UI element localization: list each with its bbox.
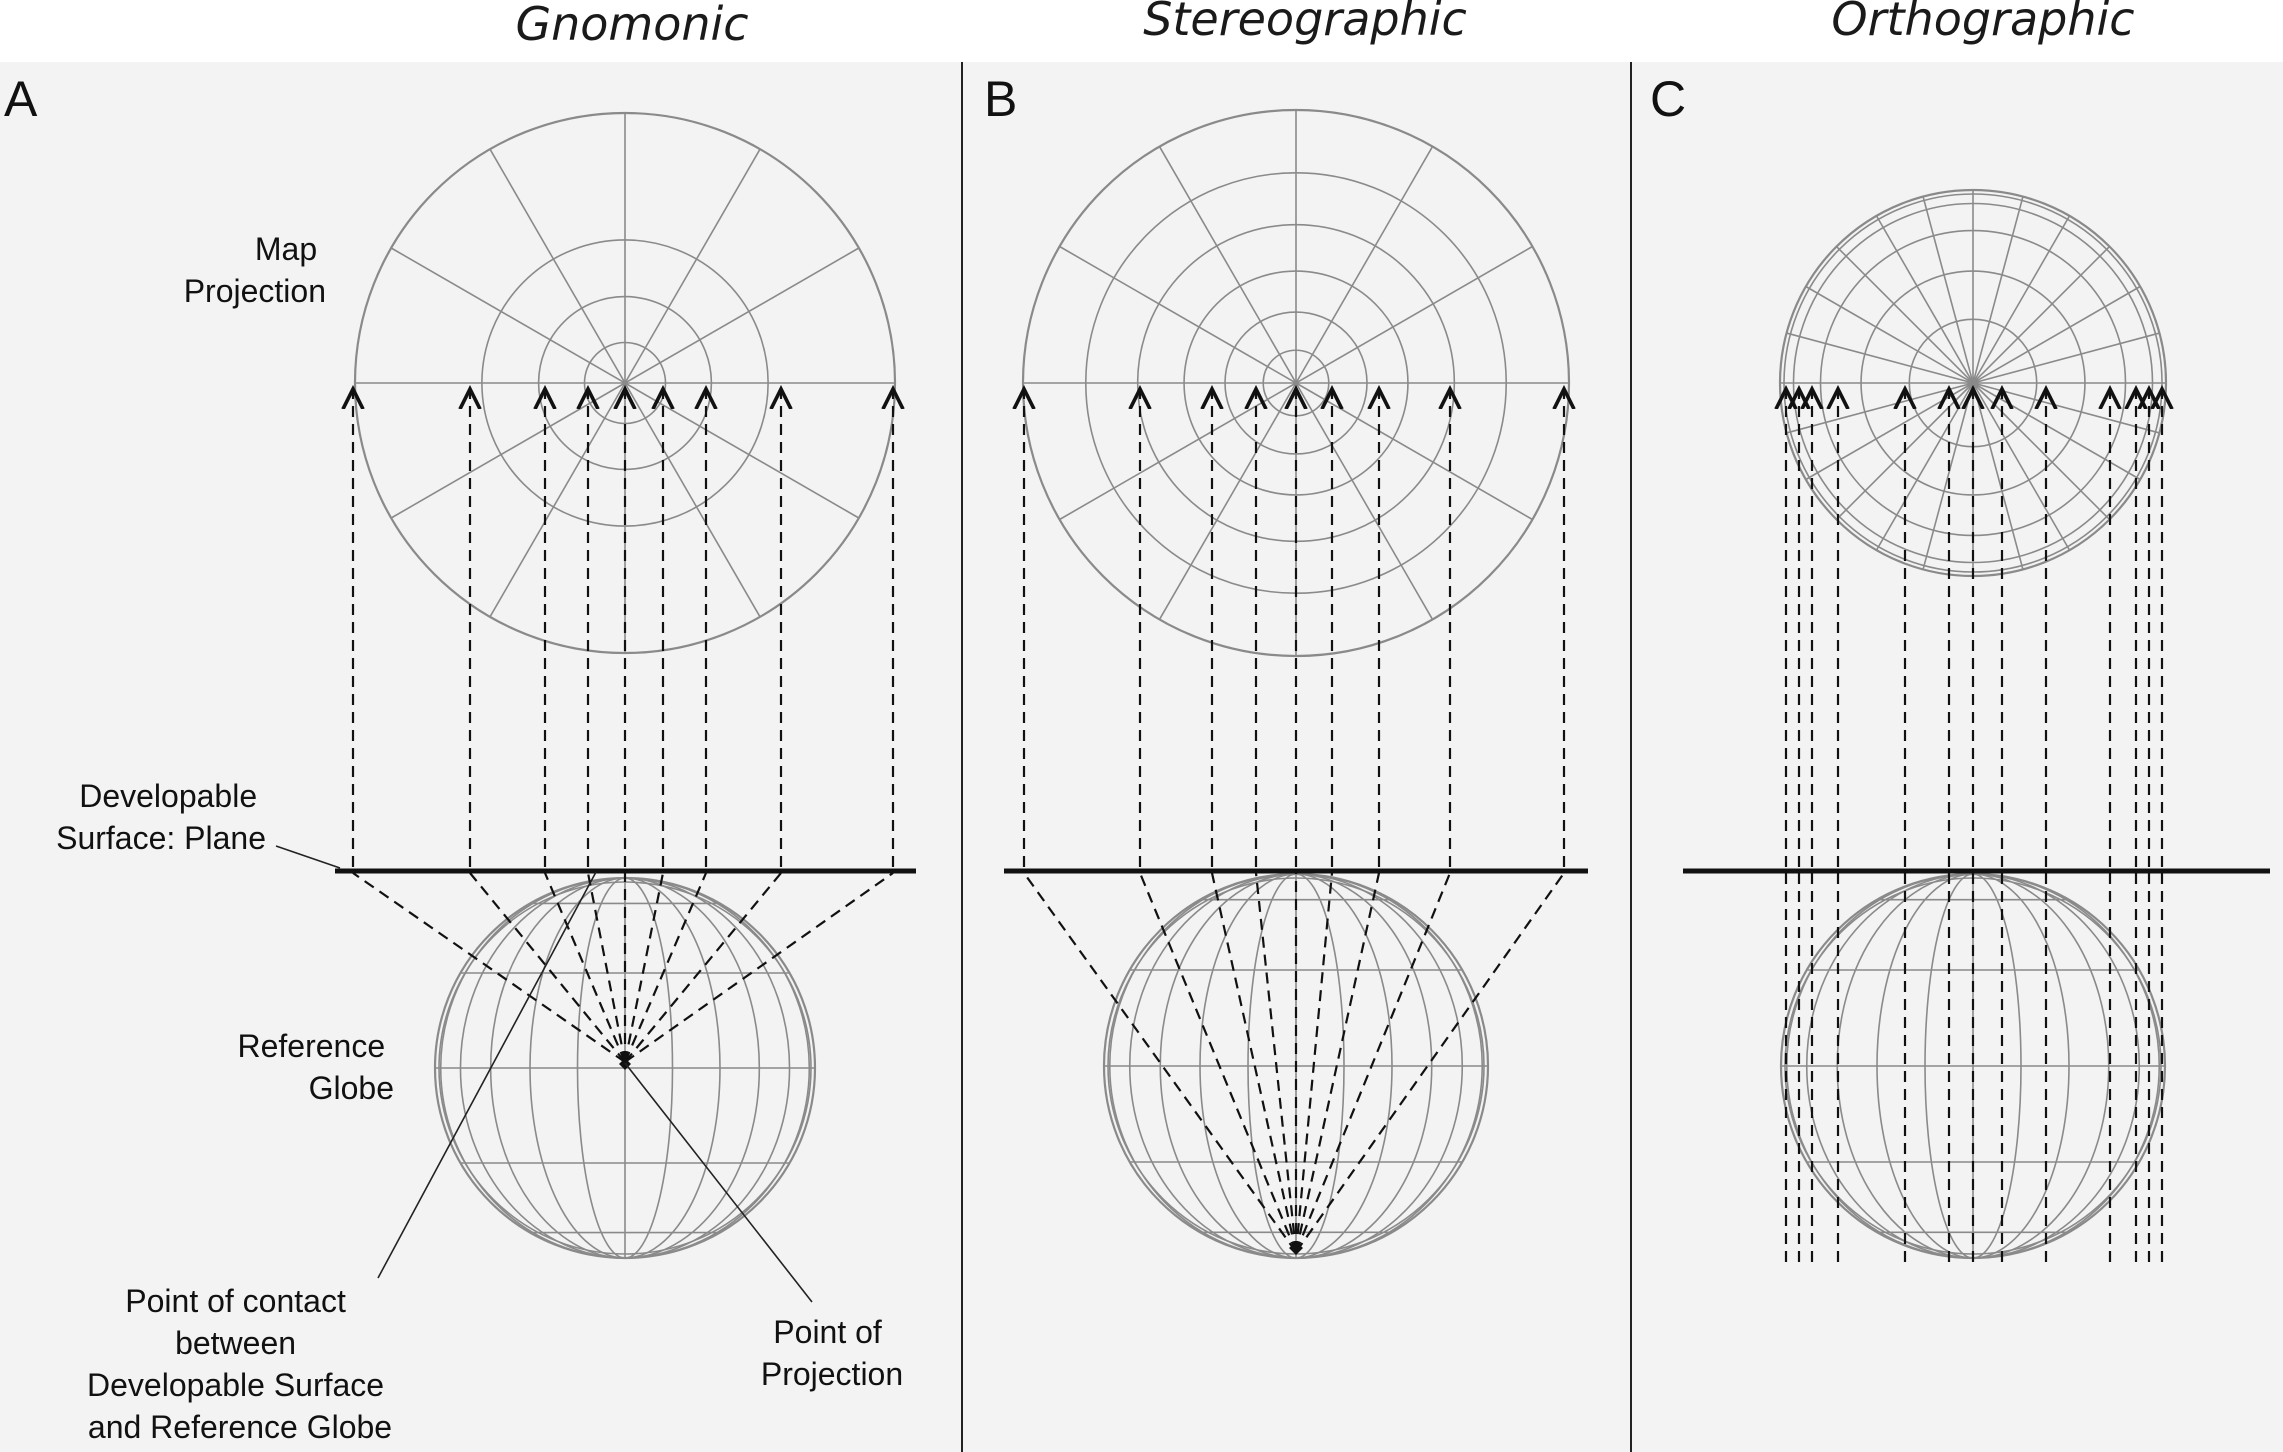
leader-point-of-projection xyxy=(624,1062,813,1303)
panel-letter-b: B xyxy=(984,71,1017,127)
map-meridian-spoke xyxy=(489,148,626,384)
map-meridian-spoke xyxy=(624,247,860,384)
map-meridian-spoke xyxy=(1295,382,1434,620)
projection-ray xyxy=(352,872,626,1063)
map-meridian-spoke xyxy=(390,247,626,384)
map-meridian-spoke xyxy=(1972,196,2024,384)
label-point-of-projection: Point of Projection xyxy=(761,1314,903,1392)
map-meridian-spoke xyxy=(1922,382,1974,570)
title-gnomonic: Gnomonic xyxy=(515,0,748,51)
title-stereographic: Stereographic xyxy=(1143,0,1467,46)
point-of-projection-marker xyxy=(1289,1242,1303,1255)
map-meridian-spoke xyxy=(1295,146,1434,384)
projection-ray xyxy=(1294,872,1334,1253)
map-meridian-spoke xyxy=(1835,245,1974,384)
panels-background xyxy=(0,62,2283,1452)
projection-ray xyxy=(624,872,782,1063)
map-meridian-spoke xyxy=(1786,332,1974,384)
map-meridian-spoke xyxy=(1972,245,2111,384)
label-developable-surface: Developable Surface: Plane xyxy=(56,778,266,856)
header-band xyxy=(0,0,2283,62)
projection-ray xyxy=(1138,872,1298,1253)
projection-ray xyxy=(1210,872,1298,1253)
projection-ray xyxy=(543,872,627,1063)
map-meridian-spoke xyxy=(1875,382,1974,551)
map-meridian-spoke xyxy=(1158,382,1297,620)
panel-letter-c: C xyxy=(1650,71,1686,127)
title-orthographic: Orthographic xyxy=(1831,0,2134,46)
projection-ray xyxy=(1294,872,1381,1253)
map-meridian-spoke xyxy=(1972,215,2071,384)
projection-ray xyxy=(1295,872,1565,1253)
map-meridian-spoke xyxy=(1158,146,1297,384)
map-meridian-spoke xyxy=(1972,332,2160,384)
projection-ray xyxy=(586,872,627,1063)
panel-c-orthographic xyxy=(1683,188,2270,1262)
projection-ray xyxy=(469,872,626,1063)
projection-ray xyxy=(1294,872,1452,1253)
projection-ray xyxy=(623,872,708,1063)
map-meridian-spoke xyxy=(1972,382,2024,570)
map-meridian-spoke xyxy=(624,148,761,384)
leader-point-of-contact xyxy=(377,871,597,1279)
map-meridian-spoke xyxy=(1972,285,2141,384)
map-meridian-spoke xyxy=(489,382,626,618)
panel-a-gnomonic xyxy=(335,111,916,1260)
projection-ray xyxy=(624,872,894,1063)
map-meridian-spoke xyxy=(1059,245,1297,384)
panel-b-stereographic xyxy=(1004,108,1588,1260)
map-meridian-spoke xyxy=(624,382,761,618)
map-meridian-spoke xyxy=(1875,215,1974,384)
label-point-of-contact: Point of contact between Developable Sur… xyxy=(87,1283,393,1445)
map-meridian-spoke xyxy=(1295,245,1533,384)
projection-ray xyxy=(1254,872,1298,1253)
projection-ray xyxy=(623,872,665,1063)
map-meridian-spoke xyxy=(1805,285,1974,384)
map-meridian-spoke xyxy=(1972,382,2071,551)
leader-developable-surface xyxy=(275,845,341,869)
label-reference-globe: Reference Globe xyxy=(237,1028,394,1106)
label-map-projection: Map Projection xyxy=(184,231,326,309)
panel-letter-a: A xyxy=(4,71,38,127)
projection-ray xyxy=(1023,872,1297,1253)
map-meridian-spoke xyxy=(1922,196,1974,384)
